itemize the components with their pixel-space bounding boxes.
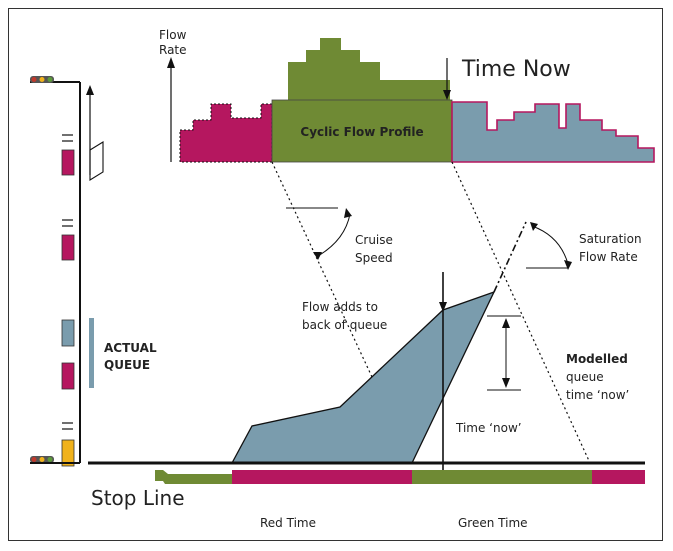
saturation-flow-label-2: Flow Rate <box>579 250 638 264</box>
actual-queue-label-1: ACTUAL <box>104 341 157 355</box>
cruise-speed-label-1: Cruise <box>355 233 393 247</box>
timeline-red-next <box>592 470 645 484</box>
actual-queue-bar <box>89 318 94 388</box>
cyclic-flow-profile-label: Cyclic Flow Profile <box>300 125 423 139</box>
saturation-flow-line <box>493 221 527 293</box>
vehicle-queued-1 <box>61 319 75 347</box>
cruise-speed-label-2: Speed <box>355 251 393 265</box>
timeline-red-phase <box>232 470 412 484</box>
red-time-label: Red Time <box>260 516 316 530</box>
modelled-queue-label-1: Modelled <box>566 352 628 366</box>
time-now-label: Time Now <box>461 57 571 82</box>
flow-adds-label-2: back of queue <box>302 318 387 332</box>
timeline-green-lead <box>155 470 232 484</box>
stop-line-signal-icon <box>30 456 54 463</box>
saturation-angle-arc <box>531 225 569 265</box>
travel-direction-arrow <box>86 85 104 181</box>
modelled-queue-label-3: time ‘now’ <box>566 388 629 402</box>
cruise-projection-end <box>451 161 591 464</box>
vehicle-red-1 <box>61 149 75 176</box>
modelled-queue-label-2: queue <box>566 370 604 384</box>
vehicle-red-3 <box>61 362 75 390</box>
vehicle-outline <box>89 141 104 181</box>
stop-line-label: Stop Line <box>91 486 185 510</box>
actual-queue-label-2: QUEUE <box>104 358 150 372</box>
vehicle-amber <box>61 439 75 467</box>
approach-lane <box>30 76 81 467</box>
green-time-label: Green Time <box>458 516 528 530</box>
upstream-signal-icon <box>30 76 54 83</box>
blue-profile-block <box>451 101 655 163</box>
cruise-angle-arc <box>317 213 351 257</box>
flow-rate-label-2: Rate <box>159 43 187 57</box>
timeline-green-phase <box>412 470 592 484</box>
flow-adds-label-1: Flow adds to <box>302 300 378 314</box>
flow-rate-label-1: Flow <box>159 28 187 42</box>
saturation-flow-label-1: Saturation <box>579 232 642 246</box>
vehicle-red-2 <box>61 234 75 261</box>
time-now-lower-label: Time ‘now’ <box>455 421 522 435</box>
red-profile-block <box>179 103 273 163</box>
